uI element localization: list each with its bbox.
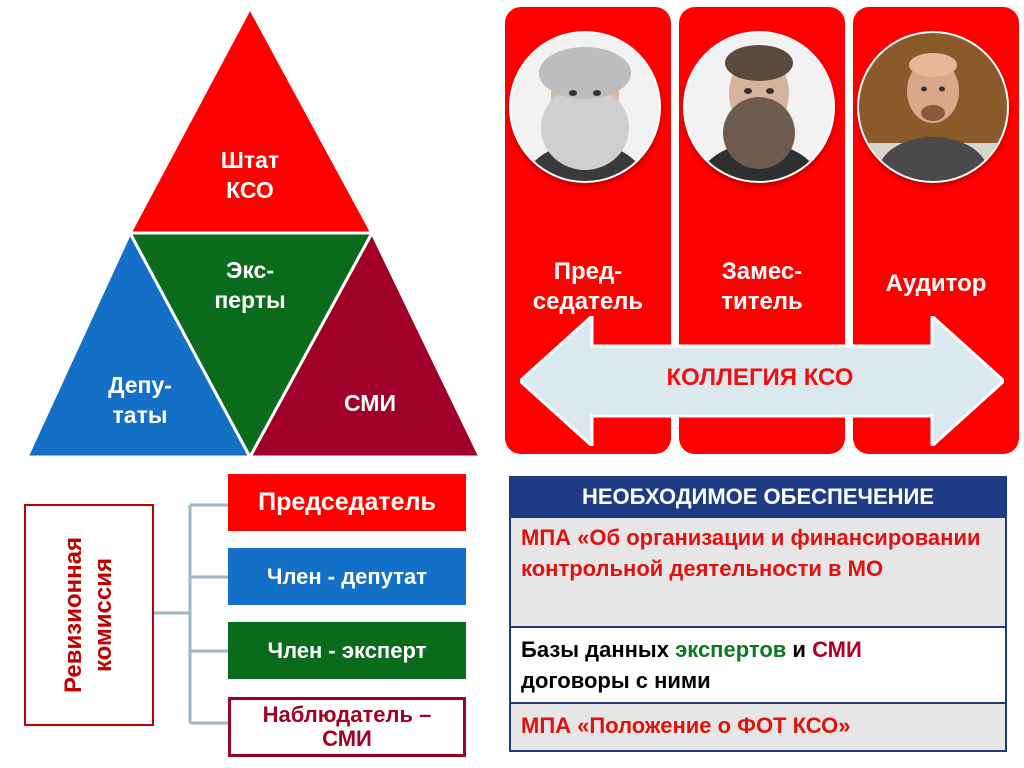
collegium-title-deputy: Замес- титель [721, 258, 803, 315]
revision-member-deputy: Член - депутат [228, 548, 466, 605]
collegium-title-chairman: Пред- седатель [532, 258, 644, 315]
portrait-image [511, 33, 659, 181]
collegium-double-arrow [520, 316, 1004, 446]
support-row-mpa-organization: МПА «Об организации и финансировании кон… [511, 516, 1005, 626]
portrait-image [859, 33, 1007, 181]
revision-commission-title: Ревизионная комиссия [60, 537, 117, 693]
kso-pyramid [24, 4, 483, 461]
support-row-mpa-payroll: МПА «Положение о ФОТ КСО» [511, 702, 1005, 750]
experts-text: экспертов [675, 637, 787, 662]
portrait-auditor [859, 33, 1007, 181]
pyramid-right-segment [247, 229, 483, 459]
pyramid-label-media: СМИ [344, 390, 396, 416]
support-row-databases: Базы данных экспертов и СМИ договоры с н… [511, 626, 1005, 702]
pyramid-label-deputies: Депу- таты [108, 372, 172, 428]
support-table-header: НЕОБХОДИМОЕ ОБЕСПЕЧЕНИЕ [511, 478, 1005, 516]
contracts-text: договоры с ними [521, 668, 711, 693]
revision-member-expert: Член - эксперт [228, 622, 466, 679]
and-text: и [786, 637, 813, 662]
portrait-deputy [685, 33, 833, 181]
collegium-title-auditor: Аудитор [885, 270, 987, 297]
revision-commission-box: Ревизионная комиссия [24, 504, 154, 726]
portrait-chairman [511, 33, 659, 181]
collegium-label: КОЛЛЕГИЯ КСО [666, 364, 854, 391]
databases-text: Базы данных [521, 637, 676, 662]
support-table: НЕОБХОДИМОЕ ОБЕСПЕЧЕНИЕ МПА «Об организа… [509, 476, 1007, 752]
revision-connectors [154, 503, 228, 725]
pyramid-label-experts: Экс- перты [214, 257, 286, 313]
revision-member-chairman: Председатель [228, 474, 466, 531]
media-text: СМИ [812, 637, 862, 662]
pyramid-label-staff: Штат КСО [220, 147, 280, 203]
portrait-image [685, 33, 833, 181]
revision-member-observer: Наблюдатель – СМИ [228, 697, 466, 757]
